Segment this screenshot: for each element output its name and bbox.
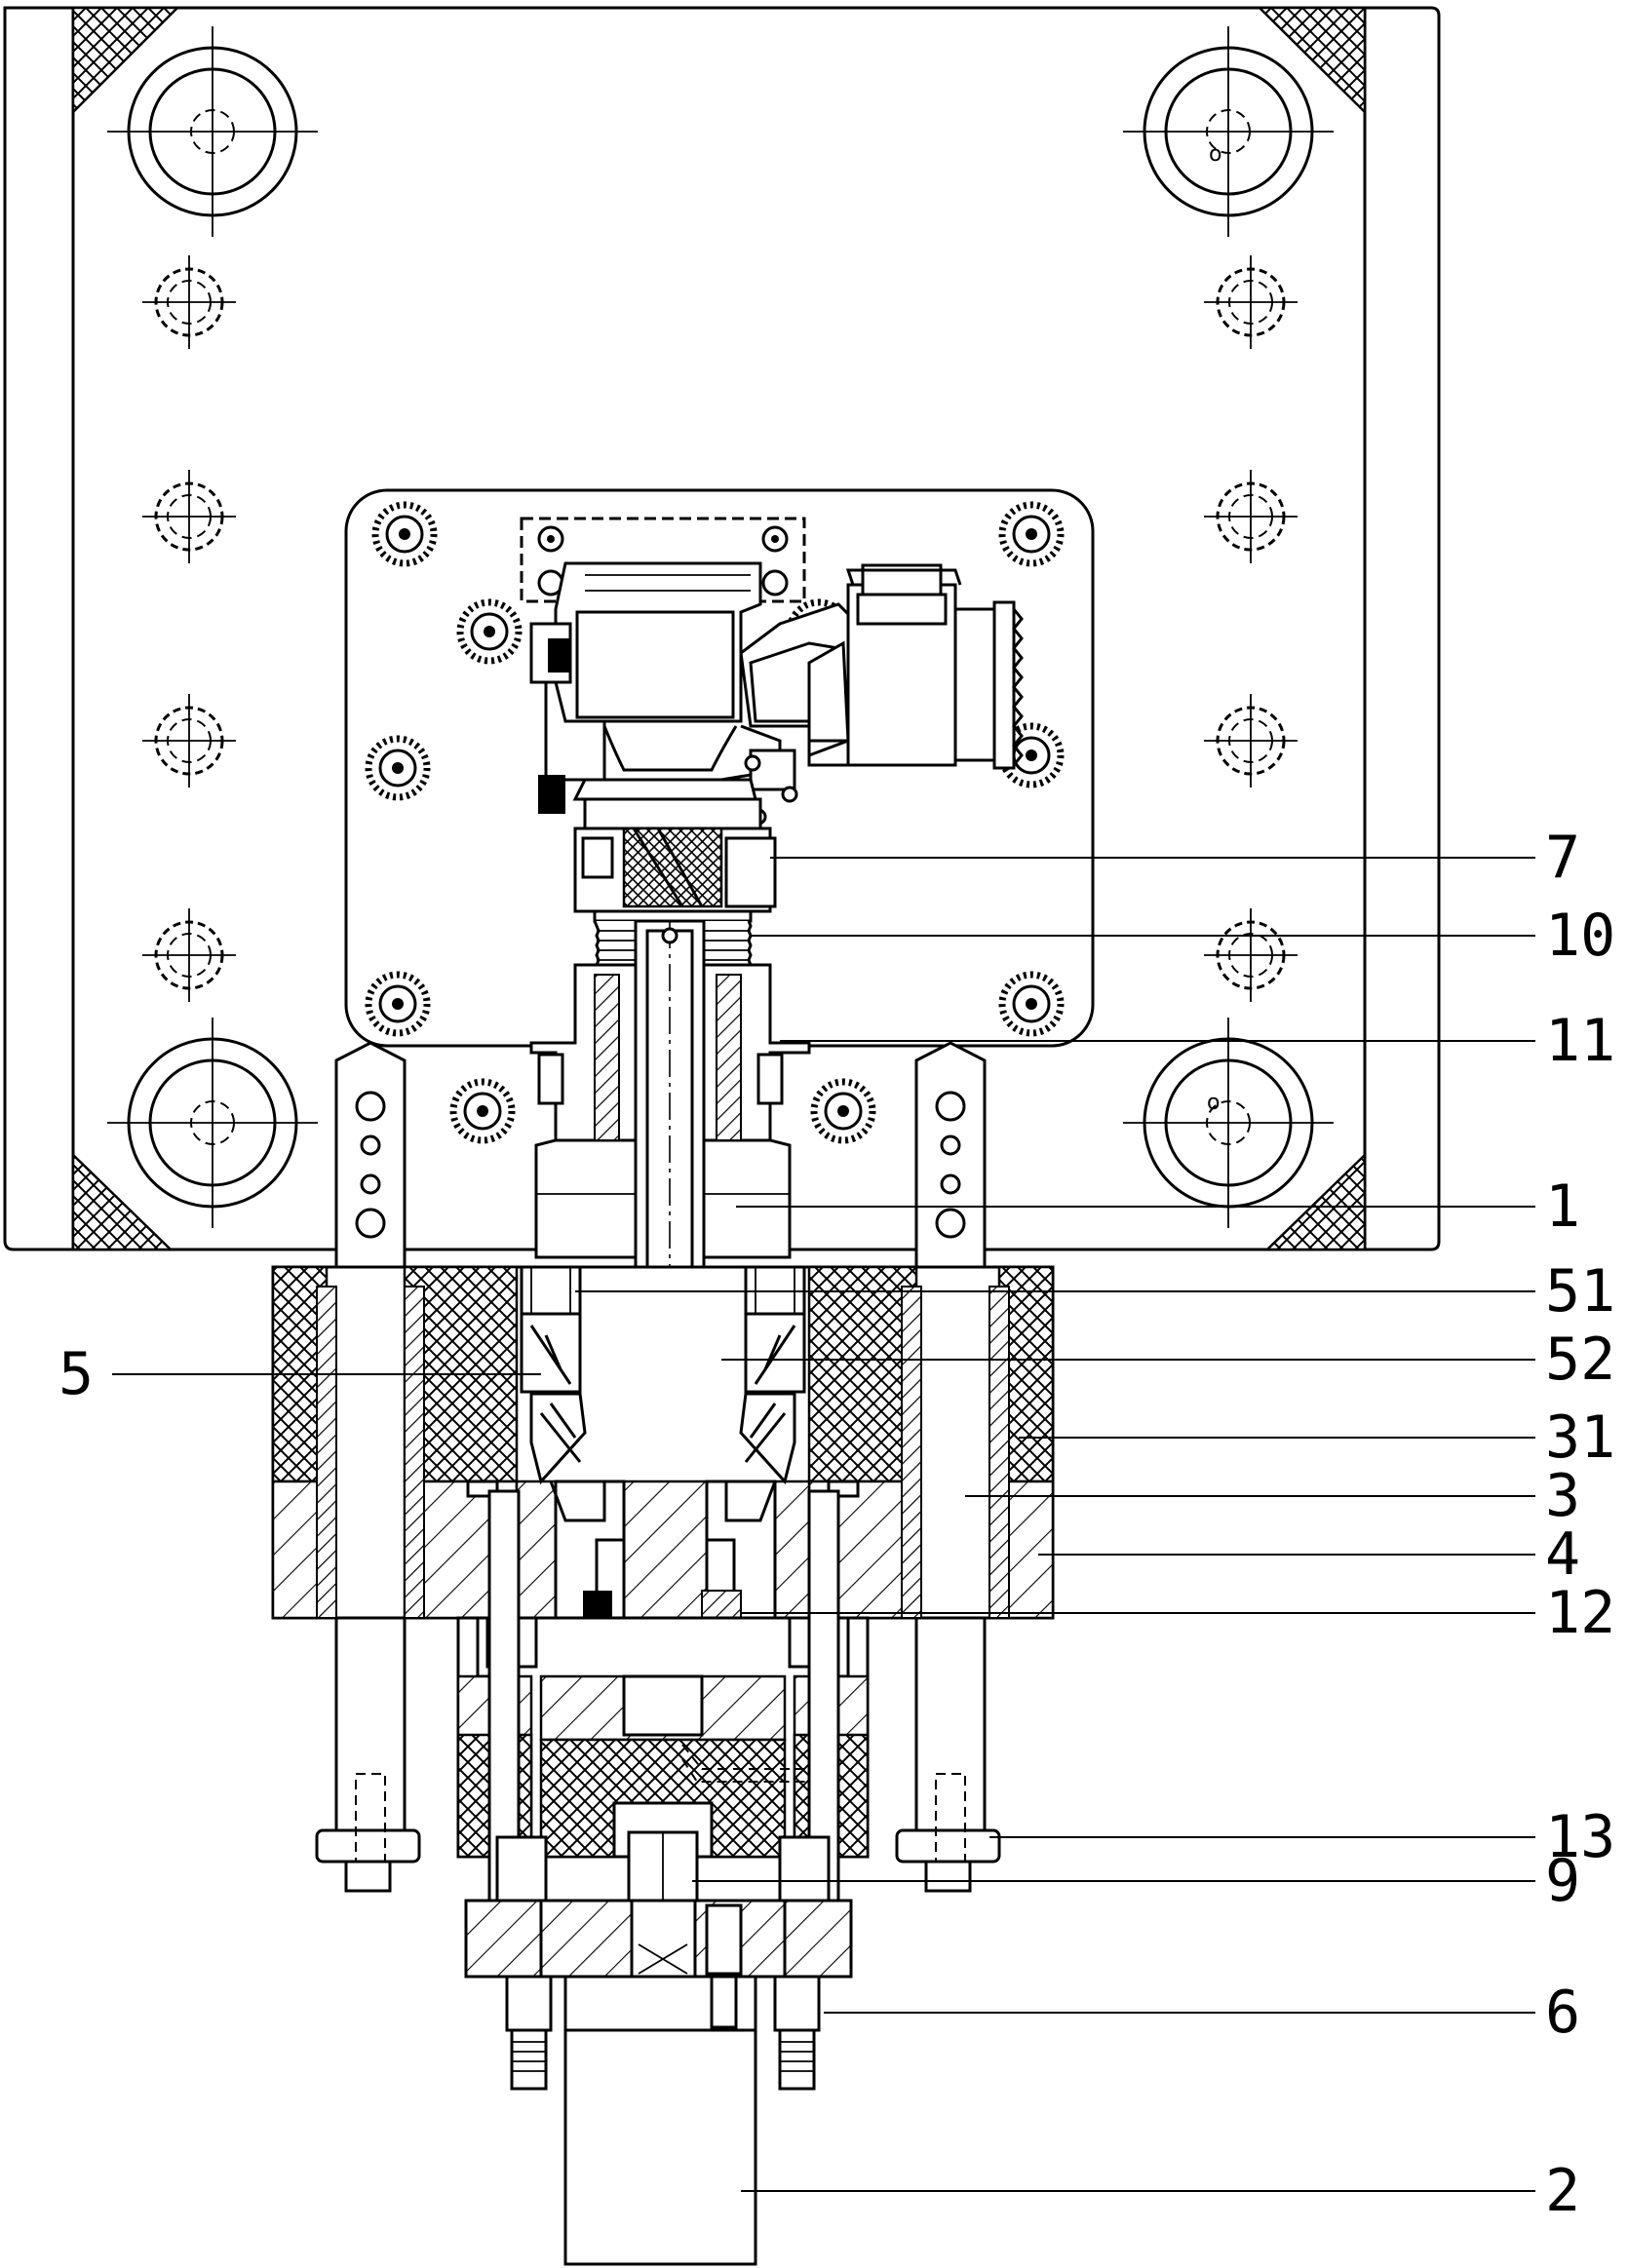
callout-7: 7 bbox=[1545, 824, 1580, 892]
callout-10: 10 bbox=[1545, 902, 1615, 970]
air-fittings bbox=[505, 1975, 821, 2091]
clamping-jaws bbox=[466, 1265, 860, 1522]
svg-text:o: o bbox=[1207, 1091, 1220, 1115]
workpiece-valve-body bbox=[520, 517, 1024, 830]
callout-11: 11 bbox=[1545, 1007, 1615, 1075]
callout-6: 6 bbox=[1545, 1979, 1580, 2047]
callout-51: 51 bbox=[1545, 1257, 1615, 1326]
svg-text:o: o bbox=[1209, 142, 1221, 167]
callout-13: 13 bbox=[1545, 1803, 1615, 1871]
callout-5: 5 bbox=[58, 1340, 94, 1408]
callout-2: 2 bbox=[1545, 2157, 1580, 2225]
callout-31: 31 bbox=[1545, 1403, 1615, 1472]
clamp-head bbox=[573, 826, 777, 967]
bottom-plate bbox=[464, 1899, 853, 2029]
callout-leaders bbox=[112, 857, 1535, 2192]
cylinder-housing bbox=[271, 1265, 1055, 1620]
air-cylinder bbox=[563, 1975, 757, 2266]
callout-1: 1 bbox=[1545, 1172, 1580, 1241]
callout-12: 12 bbox=[1545, 1579, 1615, 1647]
callout-4: 4 bbox=[1545, 1520, 1580, 1589]
callout-9: 9 bbox=[1545, 1847, 1580, 1915]
callout-52: 52 bbox=[1545, 1326, 1615, 1394]
callout-labels: 7 10 11 1 51 52 5 31 3 4 12 13 9 6 2 bbox=[58, 824, 1615, 2225]
guide-bushes: o o bbox=[105, 24, 1336, 1230]
callout-3: 3 bbox=[1545, 1462, 1580, 1530]
tie-rods bbox=[487, 1489, 840, 1912]
